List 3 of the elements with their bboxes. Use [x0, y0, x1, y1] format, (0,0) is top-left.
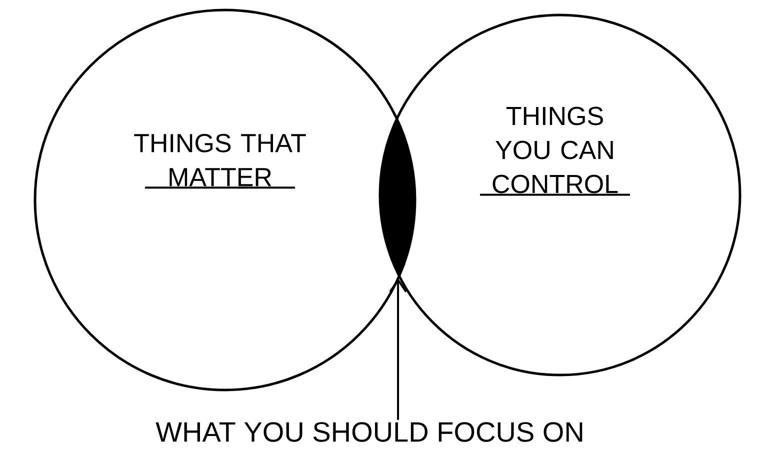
arrow — [389, 278, 407, 420]
shaded-overlap — [380, 118, 415, 276]
caption-text: WHAT YOU SHOULD FOCUS ON — [156, 422, 582, 442]
